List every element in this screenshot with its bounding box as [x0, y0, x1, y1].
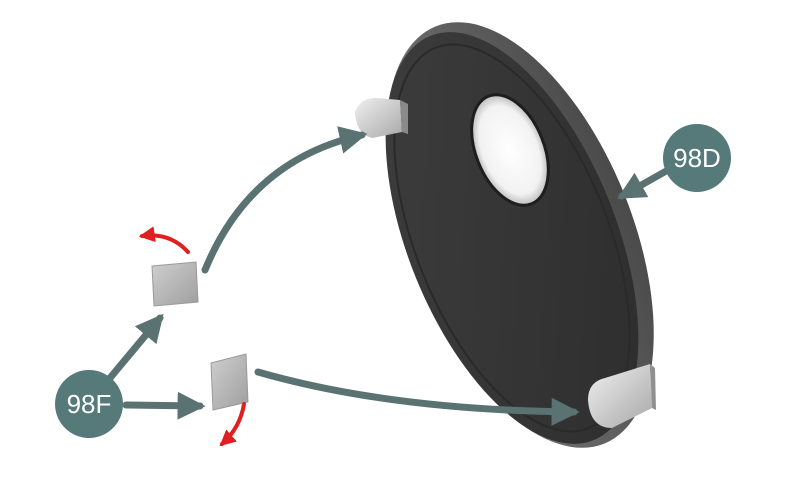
peel-arrow-top-icon: [138, 226, 190, 254]
arrow-pad-to-top-tab: [201, 126, 368, 274]
disc-part: [385, 22, 654, 448]
arrow-98f-to-top-pad: [106, 313, 164, 382]
adhesive-pad-bottom-icon: [210, 353, 249, 411]
disc-inner-ring: [393, 43, 631, 433]
callout-98d-label: 98D: [673, 143, 721, 173]
arrow-pad-to-bottom-tab: [254, 368, 580, 426]
arrow-98f-to-bottom-pad: [122, 391, 206, 420]
peel-arrow-bottom-icon: [219, 402, 246, 447]
arrow-98d-to-disc: [617, 166, 672, 200]
disc-face: [385, 32, 639, 444]
adhesive-pad-top-icon: [151, 261, 199, 307]
bottom-tab-icon: [588, 364, 656, 428]
callout-98f: 98F: [55, 370, 123, 438]
callout-98d: 98D: [663, 124, 731, 192]
callout-98f-label: 98F: [67, 389, 112, 419]
disc-hole: [470, 93, 550, 207]
